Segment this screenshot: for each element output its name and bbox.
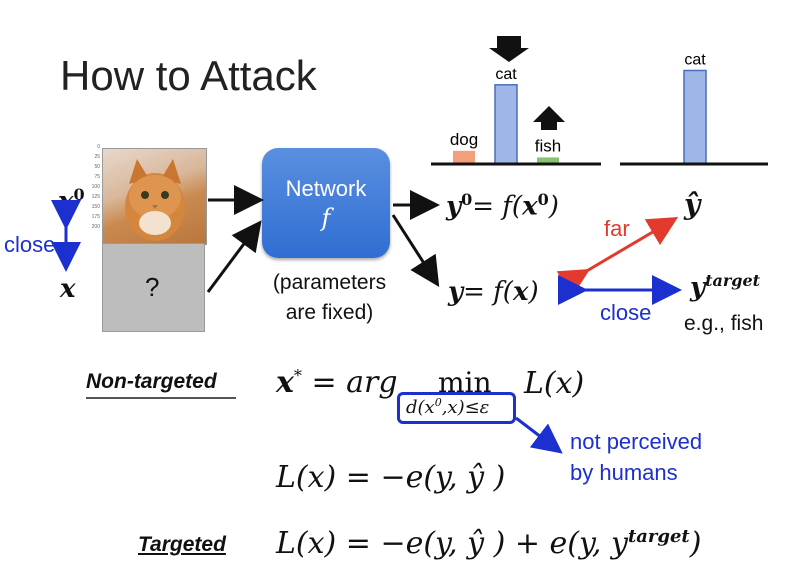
bar-label-cat: cat [495,66,517,83]
targeted-loss: L(x) = −e(y, ŷ ) + e(y, ytarget) [276,526,701,561]
bar-label-dog: dog [450,130,478,149]
tick-label: 0 [97,144,100,150]
not-perceived-note: not perceived by humans [570,426,702,488]
y-paren: ) [528,277,539,307]
x-label: x [60,274,76,304]
ytarget-sup: target [705,271,761,290]
arrow-network-to-y [391,214,440,288]
y0-eq: = f( [472,191,523,222]
targeted-loss-main: L(x) = −e(y, ŷ ) + e(y, y [276,526,628,561]
target-bar-label-cat: cat [684,52,706,69]
argmin-equation: x* = arg [276,365,398,400]
cat-illustration [125,159,185,241]
tick-label: 150 [91,204,100,210]
not-perceived-line1: not perceived [570,429,703,454]
network-func: f [321,204,331,232]
network-box: Network f [262,148,390,258]
loss-term: L(x) [524,366,585,401]
y0-x: x [522,191,538,222]
not-perceived-line2: by humans [570,460,678,485]
constraint-text: d(x0,x)≤ε [406,396,489,418]
arrow-x-to-network [206,220,262,293]
non-targeted-label: Non-targeted [86,370,217,393]
tick-label: 50 [94,164,100,170]
down-arrow-icon [489,36,529,62]
tick-label: 175 [91,214,100,220]
yhat-label: ŷ [684,188,701,221]
y0-equation: y0= f(x0) [446,190,559,222]
ytarget-base: y [690,272,706,303]
constraint-d: d(x [406,397,435,418]
eg-fish-label: e.g., fish [684,312,764,335]
x0-sup: 0 [73,185,85,204]
y-equation: y= f(x) [448,277,539,307]
slide-title: How to Attack [60,52,317,99]
eq-arg: = arg [311,365,398,400]
target-bar-chart: cat [620,52,768,166]
tick-label: 25 [94,154,100,160]
tick-label: 75 [94,174,100,180]
cat-axis-ticks: 0 25 50 75 100 125 150 175 200 [86,142,100,242]
y-x: x [512,277,529,307]
cat-image [102,148,207,245]
far-arrow [556,216,679,298]
nontargeted-loss: L(x) = −e(y, ŷ ) [276,460,506,495]
tick-label: 200 [91,224,100,230]
constraint-rest: ,x)≤ε [441,397,490,418]
network-note-line1: (parameters [272,271,387,294]
tick-label: 125 [91,194,100,200]
constraint-arrow [515,416,563,454]
question-mark: ? [145,272,160,302]
targeted-loss-close: ) [689,526,702,561]
y-eq: = f( [463,277,513,307]
constraint-sup: 0 [434,396,442,409]
network-label: Network [285,176,367,201]
close-left-label: close [4,232,56,257]
up-arrow-icon [533,106,565,130]
targeted-label: Targeted [138,533,226,556]
constraint-box [397,392,516,424]
star-sup: * [293,366,302,385]
network-note: (parameters are fixed) [262,268,397,328]
y0-paren: ) [548,191,559,222]
output-bar-chart: dog cat fish [431,36,601,166]
network-note-line2: are fixed) [285,301,374,324]
ytarget-label: ytarget [690,271,760,303]
bar-fish [537,157,559,164]
xstar: x [276,365,294,400]
y0-sup: 0 [461,190,473,209]
targeted-loss-sup: target [627,526,690,547]
tick-label: 100 [91,184,100,190]
unknown-input-box [102,243,205,332]
bar-label-fish: fish [535,136,561,155]
bar-dog [453,150,475,164]
